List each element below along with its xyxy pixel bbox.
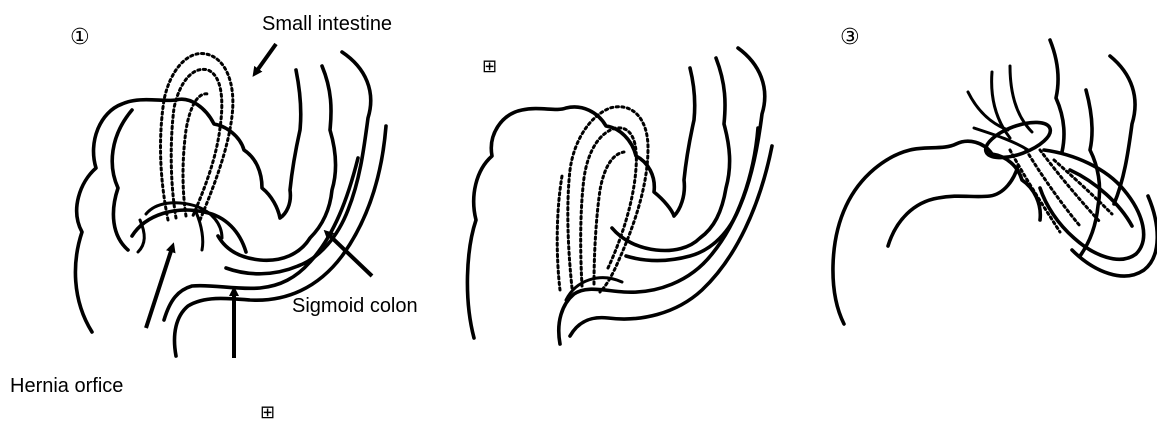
panel-1-extra-marker: ⊞ <box>260 402 275 422</box>
panel-2-small-intestine <box>557 107 648 292</box>
panel-1-small-intestine-loop <box>161 53 233 220</box>
panel-2-number: ⊞ <box>482 56 497 76</box>
small-intestine-label: Small intestine <box>262 13 392 35</box>
panel-3: ③ <box>833 24 1157 324</box>
panel-1: ① Small intestine Sigmoid colon Hernia <box>10 13 418 422</box>
sigmoid-colon-label: Sigmoid colon <box>292 295 418 317</box>
panel-1-number: ① <box>70 24 90 49</box>
hernia-orifice-label: Hernia orfice <box>10 375 123 397</box>
hernia-orifice-arrow-1 <box>146 248 172 328</box>
panel-3-number: ③ <box>840 24 860 49</box>
small-intestine-arrow <box>256 44 276 72</box>
panel-2-colon <box>467 48 772 344</box>
sigmoid-colon-arrow <box>328 234 372 276</box>
panel-3-colon <box>833 40 1157 324</box>
panel-2: ⊞ <box>467 48 772 344</box>
